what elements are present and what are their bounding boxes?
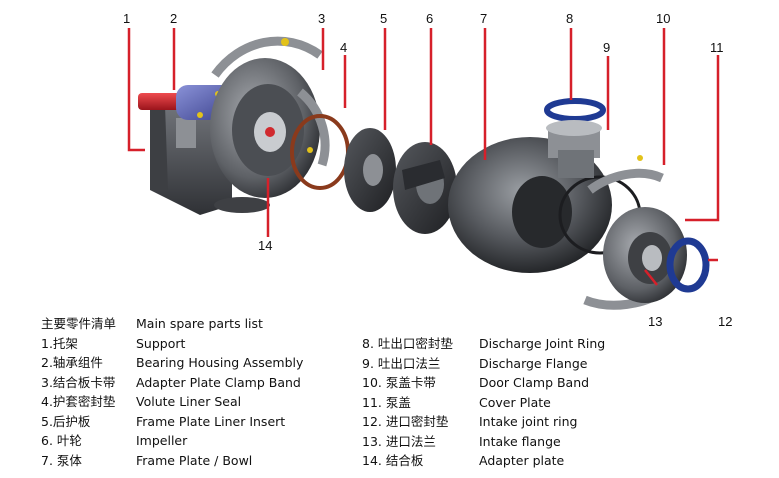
- legend-item-en: Frame Plate / Bowl: [136, 452, 253, 468]
- callout-12: 12: [718, 314, 733, 329]
- legend-item-en: Intake joint ring: [479, 414, 578, 429]
- legend-item-cn: 13. 进口法兰: [362, 433, 436, 449]
- callout-7: 7: [480, 11, 488, 26]
- cover-plate-drawing: [603, 207, 687, 303]
- callout-4: 4: [340, 40, 348, 55]
- callout-3: 3: [318, 11, 326, 26]
- callout-11: 11: [710, 40, 724, 55]
- leader-lines: [127, 28, 720, 286]
- legend-item-cn: 11. 泵盖: [362, 394, 411, 410]
- legend-item-cn: 4.护套密封垫: [41, 394, 116, 409]
- callout-8: 8: [566, 11, 574, 26]
- legend-item-cn: 14. 结合板: [362, 453, 424, 468]
- callout-1: 1: [123, 11, 131, 26]
- legend-item-en: Adapter Plate Clamp Band: [136, 374, 301, 390]
- legend-header-en: Main spare parts list: [136, 316, 263, 331]
- legend-item-cn: 1.托架: [41, 335, 78, 351]
- impeller-drawing: [393, 142, 457, 234]
- legend-item-en: Bearing Housing Assembly: [136, 355, 304, 370]
- callout-13: 13: [648, 314, 663, 329]
- legend-item-en: Adapter plate: [479, 453, 565, 468]
- clamp-band-drawing: [211, 36, 330, 167]
- legend-item-cn: 10. 泵盖卡带: [362, 375, 436, 390]
- discharge-flange-drawing: [544, 98, 606, 178]
- legend-header-cn: 主要零件清单: [41, 316, 117, 331]
- legend-item-en: Discharge Joint Ring: [479, 336, 606, 351]
- legend-item-cn: 8. 吐出口密封垫: [362, 336, 453, 351]
- callout-5: 5: [380, 11, 388, 26]
- callout-2: 2: [170, 11, 178, 26]
- legend-item-cn: 7. 泵体: [41, 452, 82, 468]
- legend-item-en: Impeller: [136, 433, 188, 448]
- legend-item-cn: 6. 叶轮: [41, 433, 82, 448]
- legend-item-cn: 5.后护板: [41, 413, 91, 429]
- callout-9: 9: [603, 40, 611, 55]
- legend-item-en: Discharge Flange: [479, 355, 588, 371]
- legend-item-cn: 2.轴承组件: [41, 355, 103, 370]
- legend-item-en: Frame Plate Liner Insert: [136, 413, 286, 429]
- callout-10: 10: [656, 11, 671, 26]
- legend-item-en: Cover Plate: [479, 394, 551, 410]
- legend-item-cn: 12. 进口密封垫: [362, 414, 449, 429]
- legend-item-en: Support: [136, 335, 186, 351]
- parts-legend-right: 8. 吐出口密封垫 Discharge Joint Ring 9. 吐出口法兰 …: [362, 336, 682, 476]
- exploded-pump-diagram: [127, 28, 720, 310]
- callout-6: 6: [426, 11, 434, 26]
- legend-item-cn: 9. 吐出口法兰: [362, 355, 441, 371]
- legend-item-cn: 3.结合板卡带: [41, 374, 116, 390]
- liner-insert-drawing: [344, 128, 396, 212]
- intake-flange-drawing: [666, 237, 710, 293]
- callout-14: 14: [258, 238, 273, 253]
- parts-legend-left: 主要零件清单 Main spare parts list 1.托架 Suppor…: [41, 316, 361, 476]
- legend-item-en: Volute Liner Seal: [136, 394, 242, 409]
- legend-item-en: Intake flange: [479, 433, 561, 449]
- legend-item-en: Door Clamp Band: [479, 375, 590, 390]
